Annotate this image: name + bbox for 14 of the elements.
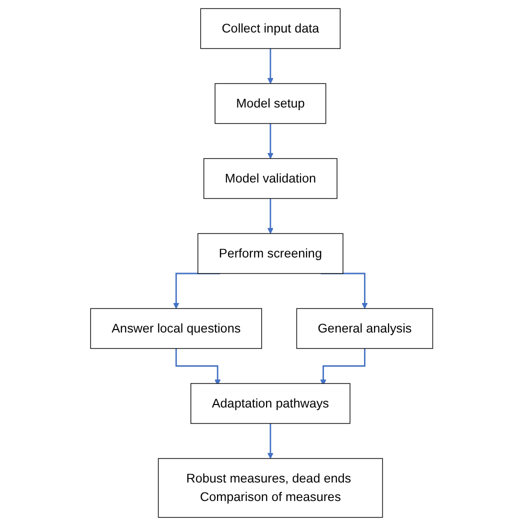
- arrow: [176, 347, 221, 386]
- node-box: Model setup: [215, 82, 326, 124]
- arrow: [268, 47, 274, 84]
- arrow: [320, 347, 366, 386]
- arrow: [268, 422, 274, 458]
- node-box: Robust measures, dead ends Comparison of measures: [158, 458, 384, 518]
- node-box: Perform screening: [198, 232, 344, 274]
- node-box: Collect input data: [200, 8, 341, 48]
- node-box: General analysis: [296, 308, 434, 348]
- node-box: Adaptation pathways: [190, 382, 351, 424]
- arrow: [268, 197, 274, 234]
- node-box: Model validation: [204, 158, 338, 198]
- node-box: Answer local questions: [90, 308, 262, 348]
- arrow: [268, 122, 274, 158]
